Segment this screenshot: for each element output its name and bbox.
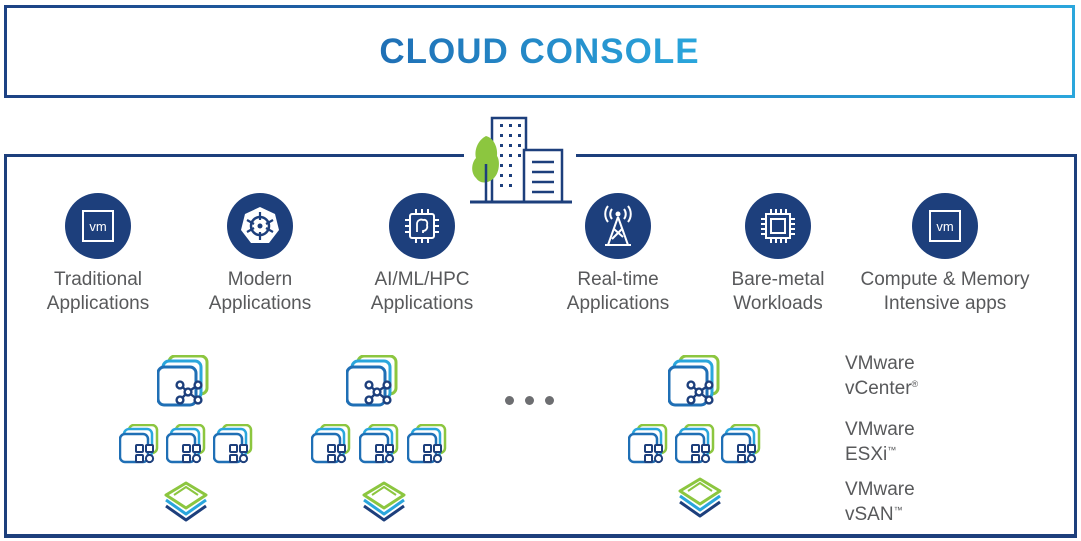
esxi-host-icon: [311, 424, 351, 464]
legend-vcenter-line2: vCenter: [845, 378, 912, 399]
app-label: AI/ML/HPC Applications: [370, 269, 474, 314]
antenna-tower-icon: [585, 193, 651, 259]
esxi-host-icon: [359, 424, 399, 464]
esxi-host-icon: [628, 424, 668, 464]
legend-vsan-line1: VMware: [845, 479, 915, 500]
app-label: Traditional Applications: [46, 269, 150, 314]
app-label: Bare-metal Workloads: [731, 269, 825, 314]
app-traditional: vm Traditional Applications: [18, 193, 178, 316]
vm-icon: vm: [912, 193, 978, 259]
kubernetes-icon: [227, 193, 293, 259]
vcenter-icon: [157, 355, 209, 407]
esxi-host-icon: [675, 424, 715, 464]
esxi-host-icon: [166, 424, 206, 464]
cloud-console-bar: CLOUD CONSOLE: [4, 5, 1075, 98]
app-compute-memory: vm Compute & Memory Intensive apps: [850, 193, 1040, 316]
vsan-icon: [163, 481, 209, 527]
vcenter-icon: [346, 355, 398, 407]
app-label: Real-time Applications: [566, 269, 670, 314]
cloud-console-title: CLOUD CONSOLE: [379, 31, 700, 71]
legend-vsan: VMware vSAN™: [845, 479, 915, 525]
registered-mark: ®: [911, 379, 919, 389]
legend-esxi-line2: ESXi: [845, 444, 888, 465]
vsan-icon: [361, 481, 407, 527]
esxi-host-icon: [407, 424, 447, 464]
svg-text:vm: vm: [936, 219, 953, 234]
app-modern: Modern Applications: [180, 193, 340, 316]
vcenter-icon: [668, 355, 720, 407]
trademark-mark: ™: [887, 445, 897, 455]
legend-esxi-line1: VMware: [845, 419, 915, 440]
esxi-host-icon: [119, 424, 159, 464]
app-label: Compute & Memory Intensive apps: [860, 269, 1030, 314]
legend-vsan-line2: vSAN: [845, 504, 894, 525]
legend-vcenter: VMware vCenter®: [845, 353, 918, 399]
esxi-host-icon: [213, 424, 253, 464]
processor-chip-icon: [745, 193, 811, 259]
chip-brain-icon: [389, 193, 455, 259]
ellipsis-dots: [505, 396, 554, 405]
esxi-host-icon: [721, 424, 761, 464]
app-ai-ml-hpc: AI/ML/HPC Applications: [342, 193, 502, 316]
app-label: Modern Applications: [208, 269, 312, 314]
svg-text:vm: vm: [89, 219, 106, 234]
vsan-icon: [677, 477, 723, 523]
app-real-time: Real-time Applications: [538, 193, 698, 316]
trademark-mark: ™: [893, 505, 903, 515]
vm-icon: vm: [65, 193, 131, 259]
app-bare-metal: Bare-metal Workloads: [698, 193, 858, 316]
legend-vcenter-line1: VMware: [845, 353, 915, 374]
building-icon: [464, 112, 576, 208]
legend-esxi: VMware ESXi™: [845, 419, 915, 465]
